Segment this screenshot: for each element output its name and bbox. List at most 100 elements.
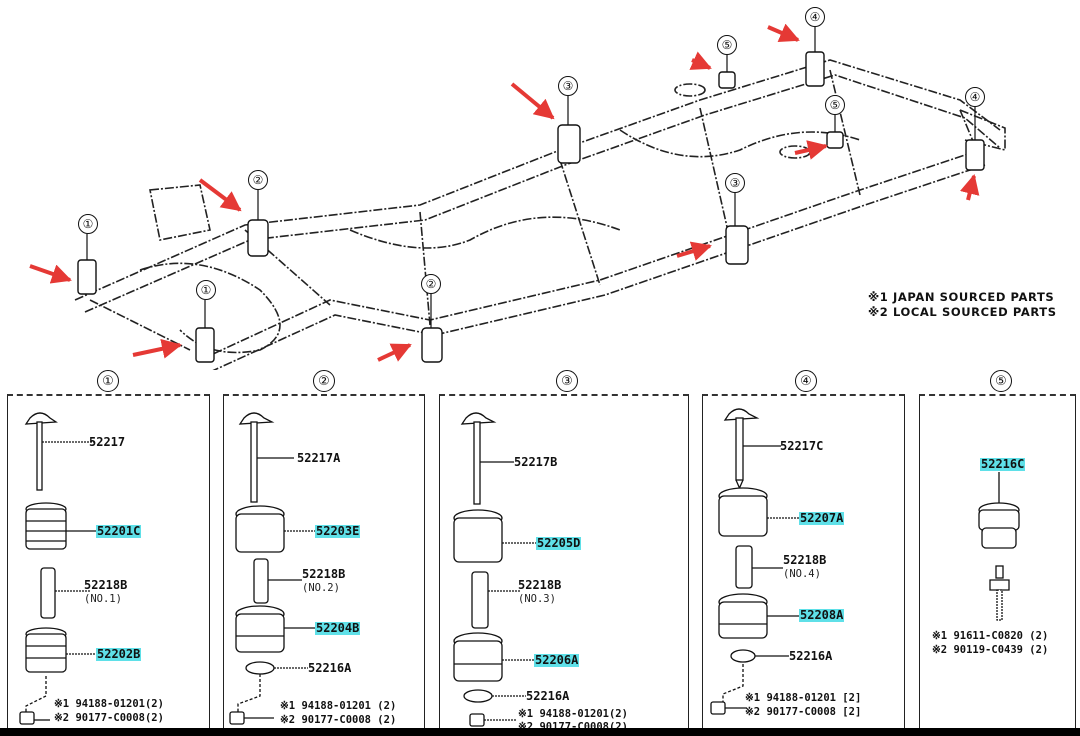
part-upper-cushion: 52207A: [799, 511, 845, 525]
part-upper-cushion: 52201C: [96, 524, 142, 538]
frame-callout: ④: [965, 87, 985, 107]
nut-icon: [229, 711, 245, 725]
frame-callout: ②: [421, 274, 441, 294]
collar-note: (NO.3): [518, 593, 556, 605]
part-washer: 52216A: [308, 661, 352, 675]
nut-note-1: ※1 91611-C0820 (2): [932, 630, 1049, 642]
panel-mount-4: 52217C 52207A 52218B (NO.4) 52208A 52216…: [702, 394, 905, 736]
collar-note: (NO.1): [84, 593, 122, 605]
arrow-icon: [377, 343, 412, 362]
lower-cushion-icon: [453, 632, 503, 682]
frame-rail-right-inner: [212, 164, 986, 370]
arrow-icon: [794, 140, 828, 160]
nut-note-2: ※2 90177-C0008 (2): [280, 714, 397, 726]
legend-item-local: ※2 LOCAL SOURCED PARTS: [868, 305, 1057, 319]
frame-rail-left-inner: [84, 74, 1001, 313]
cross-member: [559, 159, 601, 286]
nut-note-1: ※1 94188-01201(2): [518, 708, 628, 720]
nut-icon: [19, 711, 35, 725]
frame-callout: ①: [196, 280, 216, 300]
part-washer: 52216A: [526, 689, 570, 703]
nut-icon: [469, 713, 485, 727]
arrow-icon: [198, 178, 242, 212]
frame-rail-left: [74, 59, 1001, 301]
part-washer: 52216A: [789, 649, 833, 663]
frame-mount-2a: [247, 219, 269, 257]
bottom-edge-bar: [0, 728, 1080, 736]
washer-icon: [730, 649, 756, 663]
part-lower-cushion: 52206A: [534, 653, 580, 667]
nut-icon: [710, 701, 726, 715]
cross-member: [419, 211, 431, 326]
part-lower-cushion: 52208A: [799, 608, 845, 622]
front-suspension-arm: [139, 262, 281, 354]
cushion-icon: [978, 502, 1020, 549]
nut-note-1: ※1 94188-01201(2): [54, 698, 164, 710]
arrow-icon: [767, 23, 800, 43]
front-tower: [149, 184, 211, 241]
arrow-icon: [132, 338, 182, 359]
frame-mount-4a: [805, 51, 825, 87]
upper-cushion-icon: [235, 505, 285, 553]
panel-number-5: ⑤: [990, 370, 1012, 392]
rear-crossmember: [959, 109, 1006, 152]
arrow-icon: [29, 264, 72, 284]
arrow-icon: [959, 174, 980, 201]
frame-hole: [674, 83, 706, 97]
panel-number-2: ②: [313, 370, 335, 392]
bolt-icon: [24, 412, 58, 491]
washer-icon: [245, 661, 275, 675]
nut-note-2: ※2 90177-C0008(2): [54, 712, 164, 724]
sourcing-legend: ※1 JAPAN SOURCED PARTS ※2 LOCAL SOURCED …: [868, 290, 1057, 320]
frame-mount-5b: [826, 131, 844, 149]
part-upper-cushion: 52203E: [315, 524, 361, 538]
arrow-icon: [689, 51, 712, 70]
arrow-icon: [676, 241, 712, 261]
nut-note-1: ※1 94188-01201 (2): [280, 700, 397, 712]
part-bolt: 52217B: [514, 455, 558, 469]
part-collar: 52218B: [84, 578, 128, 592]
arrow-icon: [510, 82, 555, 120]
part-collar: 52218B: [302, 567, 346, 581]
panel-mount-3: 52217B 52205D 52218B (NO.3) 52206A 52216…: [439, 394, 689, 736]
frame-callout: ②: [248, 170, 268, 190]
frame-mount-2b: [421, 327, 443, 363]
cross-member: [959, 109, 981, 159]
collar-note: (NO.2): [302, 582, 340, 594]
panel-number-3: ③: [556, 370, 578, 392]
panel-number-4: ④: [795, 370, 817, 392]
panel-mount-2: 52217A 52203E 52218B (NO.2) 52204B 52216…: [223, 394, 425, 736]
collar-icon: [40, 567, 56, 619]
nut-note-1: ※1 94188-01201 [2]: [745, 692, 862, 704]
frame-mount-1a: [77, 259, 97, 295]
nut-note-2: ※2 90119-C0439 (2): [932, 644, 1049, 656]
panel-mount-1: 52217 52201C 52218B (NO.1) 52202B ※1 941…: [7, 394, 210, 736]
frame-mount-5a: [718, 71, 736, 89]
frame-mount-3a: [557, 124, 581, 164]
bolt-icon: [460, 412, 497, 505]
lower-cushion-icon: [25, 627, 67, 673]
part-bolt: 52217: [89, 435, 126, 449]
collar-icon: [735, 545, 753, 589]
collar-icon: [471, 571, 489, 629]
frame-mount-4b: [965, 139, 985, 171]
frame-callout: ③: [725, 173, 745, 193]
front-stabilizer: [89, 299, 191, 351]
red-arrows: [29, 23, 980, 362]
lower-cushion-icon: [235, 605, 285, 653]
collar-icon: [253, 558, 269, 604]
cross-member: [699, 107, 731, 241]
frame-callout: ③: [558, 76, 578, 96]
legend-item-japan: ※1 JAPAN SOURCED PARTS: [868, 290, 1055, 304]
bolt-icon: [723, 408, 760, 490]
frame-rail-right: [199, 149, 981, 361]
cross-member: [619, 129, 861, 158]
frame-callout: ④: [805, 7, 825, 27]
collar-note: (NO.4): [783, 568, 821, 580]
frame-callout: ①: [78, 214, 98, 234]
part-bolt: 52217A: [297, 451, 341, 465]
cross-member: [349, 216, 621, 249]
bolt-nut-icon: [989, 565, 1010, 621]
nut-note-2: ※2 90177-C0008 [2]: [745, 706, 862, 718]
upper-cushion-icon: [453, 509, 503, 563]
